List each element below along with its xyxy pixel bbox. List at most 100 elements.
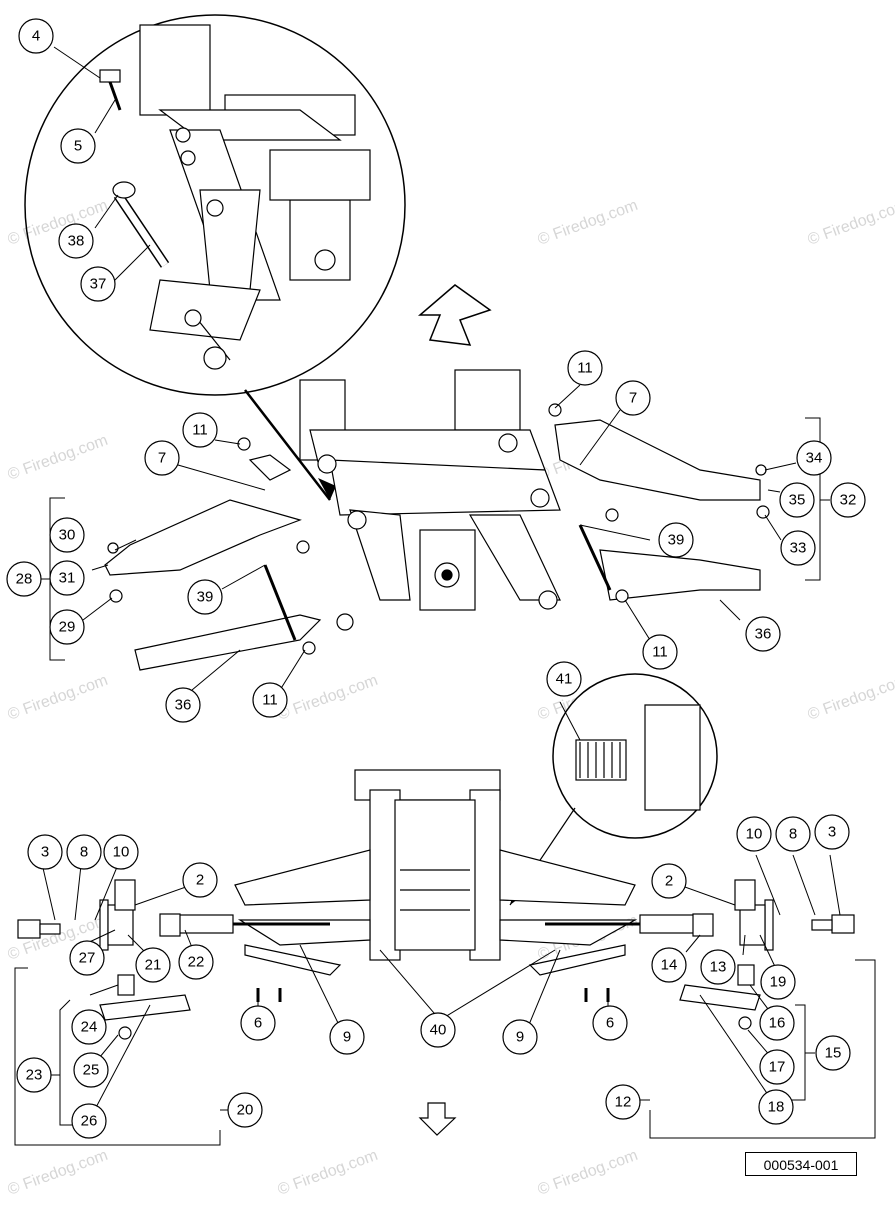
callout-label: 37 <box>90 276 107 293</box>
watermark-text: © Firedog.com <box>276 672 381 724</box>
callout-label: 11 <box>577 360 593 377</box>
callout-20: 20 <box>227 1092 263 1128</box>
callout-27: 27 <box>69 940 105 976</box>
callout-label: 10 <box>746 826 763 843</box>
callout-34: 34 <box>796 440 832 476</box>
callout-label: 33 <box>790 540 807 557</box>
callout-28: 28 <box>6 561 42 597</box>
direction-arrow-up-icon <box>417 284 492 346</box>
callout-6: 6 <box>240 1005 276 1041</box>
callout-21: 21 <box>135 947 171 983</box>
callout-7: 7 <box>615 380 651 416</box>
callout-10: 10 <box>736 816 772 852</box>
callout-36: 36 <box>745 616 781 652</box>
watermark-text: © Firedog.com <box>536 1147 641 1199</box>
callout-8: 8 <box>66 834 102 870</box>
callout-label: 19 <box>770 974 787 991</box>
callout-label: 36 <box>755 626 772 643</box>
callout-26: 26 <box>71 1103 107 1139</box>
callout-label: 29 <box>59 619 76 636</box>
callout-label: 14 <box>661 957 678 974</box>
callout-19: 19 <box>760 964 796 1000</box>
callout-14: 14 <box>651 947 687 983</box>
callout-label: 9 <box>343 1029 351 1046</box>
callout-label: 7 <box>629 390 637 407</box>
callout-label: 25 <box>83 1062 100 1079</box>
callout-label: 11 <box>652 644 668 661</box>
callout-label: 39 <box>668 532 685 549</box>
group-bracket-23-20 <box>14 967 228 1146</box>
callout-label: 3 <box>41 844 49 861</box>
callout-label: 36 <box>175 697 192 714</box>
callout-31: 31 <box>49 560 85 596</box>
detail-circle-top <box>24 14 406 396</box>
callout-label: 11 <box>262 692 278 709</box>
callout-16: 16 <box>759 1005 795 1041</box>
watermark-text: © Firedog.com <box>6 672 111 724</box>
callout-label: 22 <box>188 954 205 971</box>
callout-label: 9 <box>516 1029 524 1046</box>
callout-label: 17 <box>769 1059 786 1076</box>
upper-frame-assembly <box>104 369 770 671</box>
callout-label: 34 <box>806 450 823 467</box>
callout-label: 41 <box>556 671 573 688</box>
callout-11: 11 <box>182 412 218 448</box>
callout-15: 15 <box>815 1035 851 1071</box>
callout-11: 11 <box>252 682 288 718</box>
callout-label: 27 <box>79 950 96 967</box>
callout-label: 21 <box>145 957 162 974</box>
callout-11: 11 <box>642 634 678 670</box>
callout-label: 23 <box>26 1067 43 1084</box>
callout-18: 18 <box>758 1089 794 1125</box>
callout-label: 8 <box>80 844 88 861</box>
callout-2: 2 <box>182 862 218 898</box>
callout-label: 32 <box>840 492 857 509</box>
callout-7: 7 <box>144 440 180 476</box>
callout-2: 2 <box>651 863 687 899</box>
callout-6: 6 <box>592 1005 628 1041</box>
callout-label: 40 <box>430 1022 447 1039</box>
group-bracket-12-15 <box>640 959 876 1139</box>
callout-label: 38 <box>68 233 85 250</box>
callout-label: 7 <box>158 450 166 467</box>
callout-22: 22 <box>178 944 214 980</box>
callout-label: 3 <box>828 824 836 841</box>
callout-label: 13 <box>710 959 727 976</box>
callout-label: 11 <box>192 422 208 439</box>
callout-41: 41 <box>546 661 582 697</box>
watermark-text: © Firedog.com <box>536 197 641 249</box>
callout-label: 5 <box>74 138 82 155</box>
callout-36: 36 <box>165 687 201 723</box>
callout-39: 39 <box>658 522 694 558</box>
callout-5: 5 <box>60 128 96 164</box>
callout-33: 33 <box>780 530 816 566</box>
detail-pointer-arrow <box>244 389 331 501</box>
callout-9: 9 <box>502 1019 538 1055</box>
callout-9: 9 <box>329 1019 365 1055</box>
watermark-text: © Firedog.com <box>6 1147 111 1199</box>
direction-arrow-down-icon <box>418 1102 457 1136</box>
callout-23: 23 <box>16 1057 52 1093</box>
callout-label: 6 <box>606 1015 614 1032</box>
callout-24: 24 <box>71 1009 107 1045</box>
callout-label: 28 <box>16 571 33 588</box>
watermark-text: © Firedog.com <box>276 1147 381 1199</box>
callout-17: 17 <box>759 1049 795 1085</box>
watermark-text: © Firedog.com <box>6 197 111 249</box>
callout-label: 10 <box>113 844 130 861</box>
callout-8: 8 <box>775 816 811 852</box>
callout-list: 4 5 38 37 11 7 11 7 34 35 32 33 30 28 31… <box>6 18 866 1139</box>
callout-13: 13 <box>700 949 736 985</box>
callout-4: 4 <box>18 18 54 54</box>
callout-37: 37 <box>80 266 116 302</box>
diagram-reference-number: 000534-001 <box>745 1152 857 1176</box>
callout-label: 24 <box>81 1019 98 1036</box>
callout-29: 29 <box>49 609 85 645</box>
callout-35: 35 <box>779 482 815 518</box>
callout-12: 12 <box>605 1084 641 1120</box>
callout-label: 6 <box>254 1015 262 1032</box>
callout-label: 2 <box>665 873 673 890</box>
callout-40: 40 <box>420 1012 456 1048</box>
callout-label: 12 <box>615 1094 632 1111</box>
